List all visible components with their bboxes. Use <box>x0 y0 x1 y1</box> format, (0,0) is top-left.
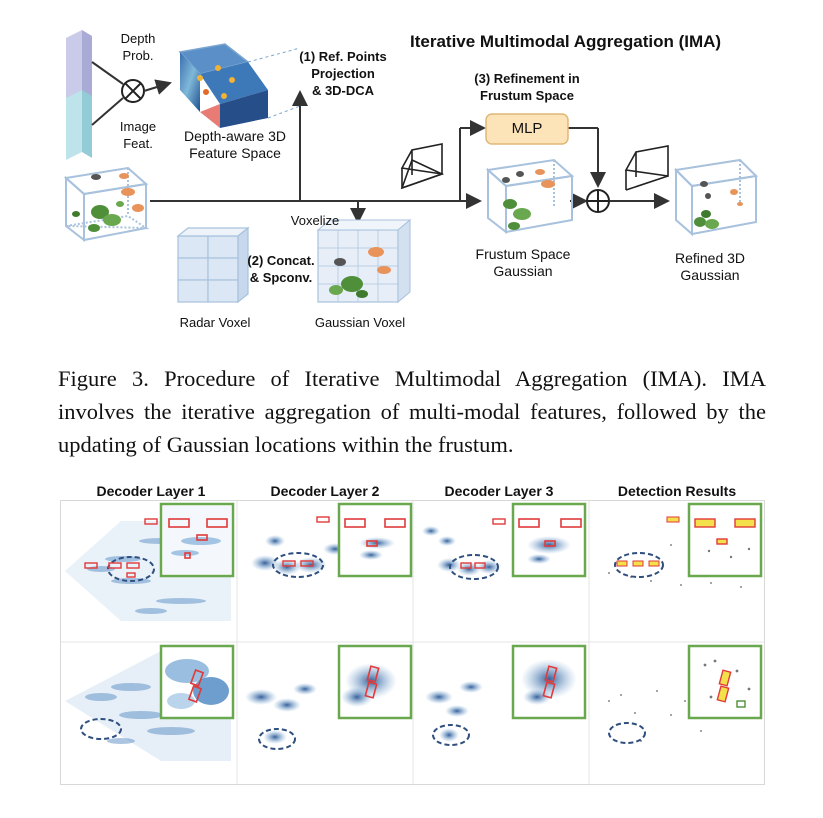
zoom-content-r2-c4 <box>703 659 751 708</box>
add-symbol <box>586 189 610 213</box>
panel-r2-c4 <box>608 690 702 744</box>
column-title-1: Decoder Layer 1 <box>96 483 206 499</box>
frustum-gaussians <box>502 169 555 230</box>
image-feat-block <box>66 90 92 160</box>
frustum-gaussian-cube <box>485 158 575 235</box>
mlp-block <box>485 113 569 145</box>
zoom-content-r2-c2 <box>341 663 397 707</box>
panel-r1-c3 <box>422 518 506 580</box>
panel-r2-c3 <box>425 681 483 746</box>
zoom-content-r1-c2 <box>344 518 406 560</box>
depth-prob-label: Depth Prob. <box>120 31 156 63</box>
gaussian-voxel-label: Gaussian Voxel <box>314 315 406 330</box>
voxelize-label: Voxelize <box>290 213 340 228</box>
radar-voxel <box>176 226 250 304</box>
panel-r2-c2 <box>245 683 317 750</box>
frustum-gaussian-label: Frustum Space Gaussian <box>475 246 571 279</box>
refined-gaussian-label: Refined 3D Gaussian <box>674 250 746 283</box>
zoom-content-r1-c1 <box>163 506 231 574</box>
input-gaussians <box>72 173 144 232</box>
column-title-2: Decoder Layer 2 <box>270 483 380 499</box>
panel-r1-c2 <box>251 516 347 578</box>
depth-aware-feature-space <box>178 43 301 128</box>
zoom-content-r1-c4 <box>694 518 756 559</box>
image-feat-label: Image Feat. <box>119 119 157 151</box>
input-gaussian-cube <box>63 166 150 243</box>
depth-space-label: Depth-aware 3D Feature Space <box>184 128 286 161</box>
ima-diagram <box>63 30 759 304</box>
zoom-content-r2-c3 <box>521 659 577 705</box>
radar-voxel-label: Radar Voxel <box>179 315 251 330</box>
frustum-icon-1 <box>400 143 445 190</box>
depth-prob-block <box>66 30 92 100</box>
column-title-3: Decoder Layer 3 <box>444 483 554 499</box>
mlp-label: MLP <box>511 120 543 137</box>
gaussian-voxel <box>316 218 412 304</box>
figure-caption: Figure 3. Procedure of Iterative Multimo… <box>58 366 766 457</box>
step3-label: (3) Refinement in Frustum Space <box>474 71 580 103</box>
refined-gaussian-cube <box>673 158 759 237</box>
zoom-content-r2-c1 <box>165 659 229 709</box>
column-title-4: Detection Results <box>617 483 737 499</box>
results-grid <box>60 500 765 785</box>
step2-label: (2) Concat. & Spconv. <box>247 253 315 285</box>
diagram-title: Iterative Multimodal Aggregation (IMA) <box>410 32 722 51</box>
results-panels <box>61 501 764 784</box>
refined-gaussians <box>694 181 743 229</box>
outer-product-symbol <box>121 79 145 103</box>
frustum-icon-2 <box>624 145 669 191</box>
step1-label: (1) Ref. Points Projection & 3D-DCA <box>299 49 387 98</box>
zoom-content-r1-c3 <box>518 518 582 564</box>
